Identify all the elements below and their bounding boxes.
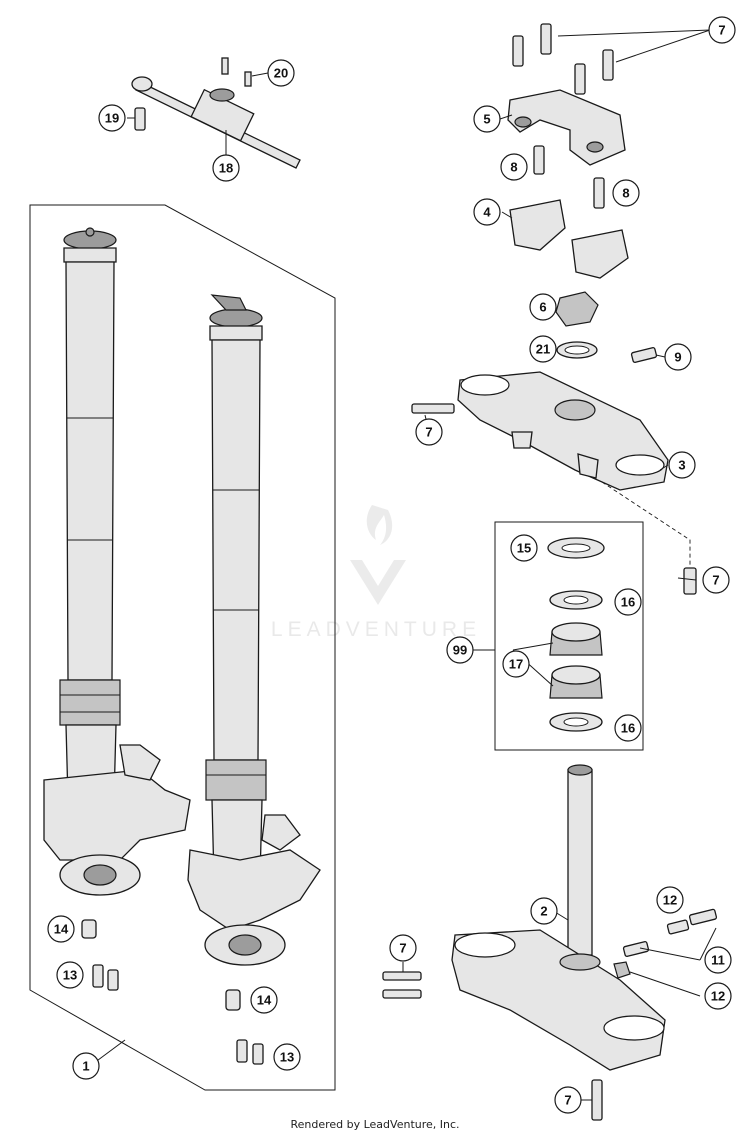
callout-16-upper-label: 16: [621, 595, 635, 610]
callout-13-lower-label: 13: [280, 1050, 294, 1065]
callout-14-upper-label: 14: [54, 922, 69, 937]
watermark-text: LEADVENTURE: [271, 618, 481, 641]
callout-99-label: 99: [453, 643, 467, 658]
callout-14-upper: 14: [47, 915, 75, 943]
callout-12-lower-label: 12: [711, 989, 725, 1004]
callout-7-clamp-bolt-label: 7: [712, 573, 719, 588]
callout-7-clamp-bolt: 7: [702, 566, 730, 594]
callout-16-lower-label: 16: [621, 721, 635, 736]
callout-4-label: 4: [483, 205, 491, 220]
callout-11-label: 11: [711, 953, 725, 968]
right-fork-leg: [187, 294, 321, 966]
callout-17-label: 17: [509, 657, 523, 672]
callout-4: 4: [473, 198, 501, 226]
callout-16-lower: 16: [614, 714, 642, 742]
callout-19-label: 19: [105, 111, 119, 126]
callout-19: 19: [98, 104, 126, 132]
callout-1: 1: [72, 1052, 100, 1080]
callout-12-lower: 12: [704, 982, 732, 1010]
callout-18-label: 18: [219, 161, 233, 176]
callout-2-label: 2: [540, 904, 547, 919]
callout-8-left: 8: [500, 153, 528, 181]
fork-assembly-outline: [29, 204, 336, 1091]
steering-damper: [131, 57, 301, 169]
callout-7-bottom: 7: [554, 1086, 582, 1114]
callout-7-upper-clamp: 7: [415, 418, 443, 446]
callout-7-lower-clamp-label: 7: [399, 941, 406, 956]
footer-credit: Rendered by LeadVenture, Inc.: [290, 1118, 460, 1131]
callout-8-left-label: 8: [510, 160, 517, 175]
lower-triple-clamp-and-stem: [382, 764, 718, 1121]
callout-9-label: 9: [674, 350, 681, 365]
callout-leaders: [89, 29, 717, 1101]
callout-7-lower-clamp: 7: [389, 934, 417, 962]
callout-3-label: 3: [678, 458, 685, 473]
callout-12-upper: 12: [656, 886, 684, 914]
left-fork-leg: [43, 227, 191, 896]
clamp-bolt-leader: [601, 481, 691, 565]
callout-14-lower-label: 14: [257, 993, 272, 1008]
callout-8-right-label: 8: [622, 186, 629, 201]
callout-12-upper-label: 12: [663, 893, 677, 908]
bearing-kit-outline: [494, 521, 644, 751]
callout-7-top: 7: [708, 16, 736, 44]
fork-axle-clamp-parts: [81, 919, 264, 1065]
callout-7-top-label: 7: [718, 23, 725, 38]
callout-21-label: 21: [536, 342, 550, 357]
callout-20-label: 20: [274, 66, 288, 81]
bearing-kit-parts: [547, 537, 605, 732]
callout-2: 2: [530, 897, 558, 925]
leadventure-watermark: LEADVENTURE: [271, 505, 481, 641]
callout-5: 5: [473, 105, 501, 133]
callout-6: 6: [529, 293, 557, 321]
callout-7-upper-clamp-label: 7: [425, 425, 432, 440]
callout-21: 21: [529, 335, 557, 363]
callout-11: 11: [704, 946, 732, 974]
callout-6-label: 6: [539, 300, 546, 315]
callout-15-label: 15: [517, 541, 531, 556]
steering-nut-and-washer: [555, 291, 658, 363]
callout-1-label: 1: [82, 1059, 89, 1074]
callout-17: 17: [502, 650, 530, 678]
clamp-bolt: [683, 567, 697, 595]
callout-14-lower: 14: [250, 986, 278, 1014]
callout-13-upper: 13: [56, 961, 84, 989]
upper-triple-clamp: [411, 371, 669, 491]
callout-13-lower: 13: [273, 1043, 301, 1071]
callout-99: 99: [446, 636, 474, 664]
callout-7-bottom-label: 7: [564, 1093, 571, 1108]
callout-18: 18: [212, 154, 240, 182]
callout-9: 9: [664, 343, 692, 371]
callout-15: 15: [510, 534, 538, 562]
callout-8-right: 8: [612, 179, 640, 207]
callout-20: 20: [267, 59, 295, 87]
callout-5-label: 5: [483, 112, 490, 127]
callout-16-upper: 16: [614, 588, 642, 616]
handlebar-clamps: [507, 23, 629, 279]
callout-3: 3: [668, 451, 696, 479]
callout-13-upper-label: 13: [63, 968, 77, 983]
